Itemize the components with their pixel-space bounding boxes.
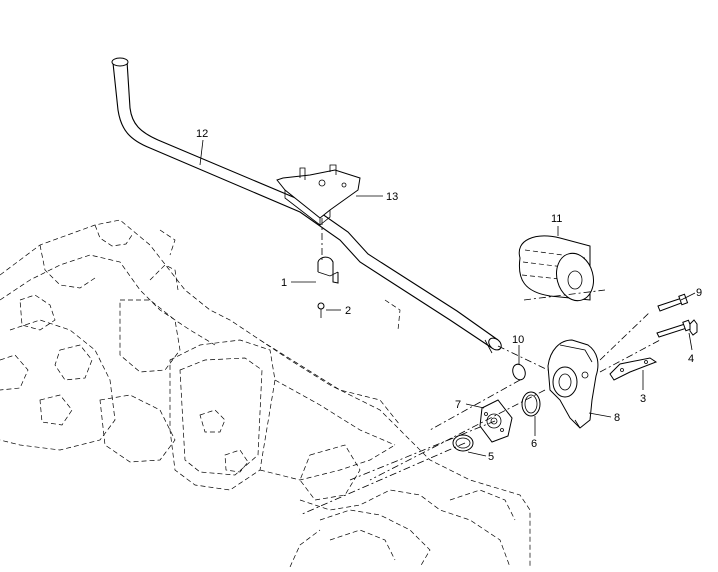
callout-11: 11 bbox=[551, 213, 562, 225]
callout-6: 6 bbox=[531, 438, 537, 450]
callout-1: 1 bbox=[281, 277, 287, 289]
transmission-housing bbox=[0, 219, 531, 568]
adapter-plate bbox=[479, 399, 513, 443]
o-ring-large bbox=[521, 391, 541, 417]
callout-12: 12 bbox=[196, 128, 208, 140]
callout-labels: 12 13 11 1 2 10 7 8 5 6 3 9 4 bbox=[196, 128, 702, 463]
callout-3: 3 bbox=[640, 393, 646, 405]
callout-9: 9 bbox=[696, 287, 702, 299]
pipe bbox=[111, 57, 502, 354]
filter-housing bbox=[547, 339, 599, 429]
callout-13: 13 bbox=[386, 191, 398, 203]
mounting-bolts bbox=[656, 293, 698, 338]
pipe-clamp bbox=[317, 256, 339, 284]
callout-4: 4 bbox=[688, 353, 694, 365]
mounting-bracket bbox=[276, 164, 361, 226]
callout-7: 7 bbox=[455, 399, 461, 411]
callout-10: 10 bbox=[512, 334, 524, 346]
clamp-bolt bbox=[317, 302, 325, 318]
o-ring-seal bbox=[512, 363, 526, 381]
leader-lines bbox=[199, 139, 696, 457]
callout-2: 2 bbox=[345, 305, 351, 317]
o-ring-small bbox=[452, 434, 474, 452]
pipe-outlet-end bbox=[488, 337, 502, 351]
support-strap bbox=[609, 357, 658, 381]
callout-8: 8 bbox=[614, 412, 620, 424]
pipe-open-end bbox=[111, 57, 129, 67]
filter-cartridge bbox=[518, 235, 594, 302]
nut bbox=[689, 319, 698, 336]
callout-5: 5 bbox=[488, 451, 494, 463]
assembly-centerlines bbox=[299, 218, 661, 516]
